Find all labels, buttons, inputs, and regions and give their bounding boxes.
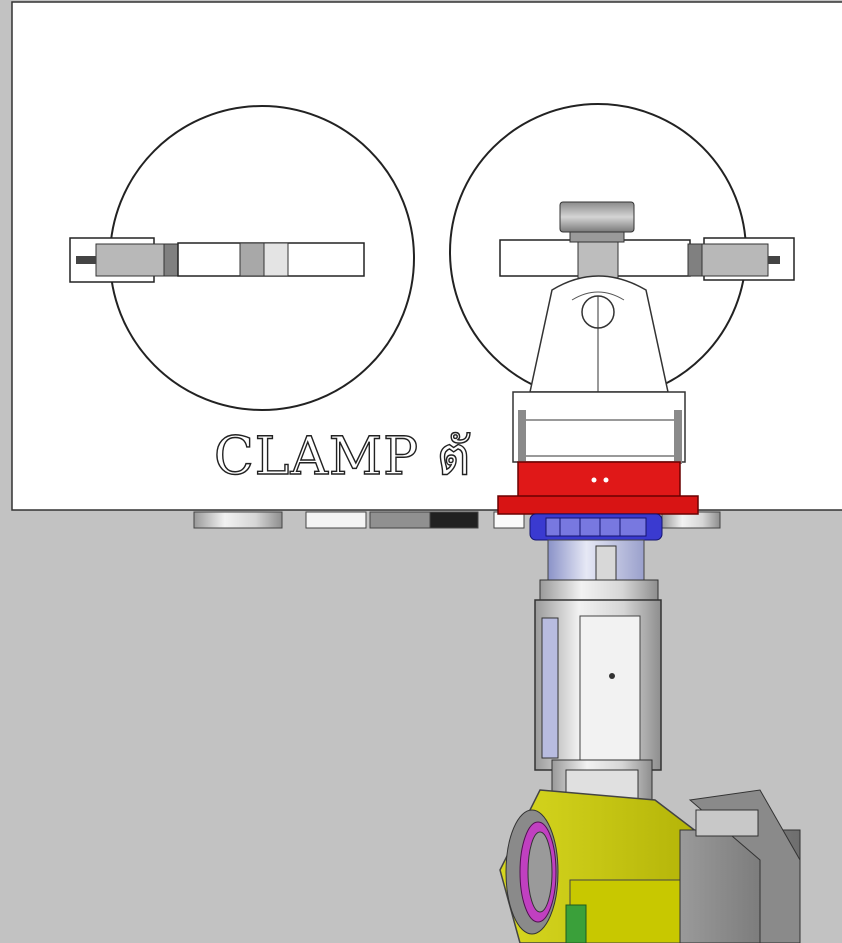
blue-flange (529, 513, 663, 541)
robot-wrist (534, 539, 662, 831)
clamp-label: CLAMP ตั (214, 427, 471, 487)
gripper-head (512, 201, 686, 464)
left-clamp-disc (69, 105, 415, 411)
robot-arm (499, 789, 801, 943)
strip-blocks (193, 511, 721, 529)
red-clamp-base (497, 461, 699, 515)
